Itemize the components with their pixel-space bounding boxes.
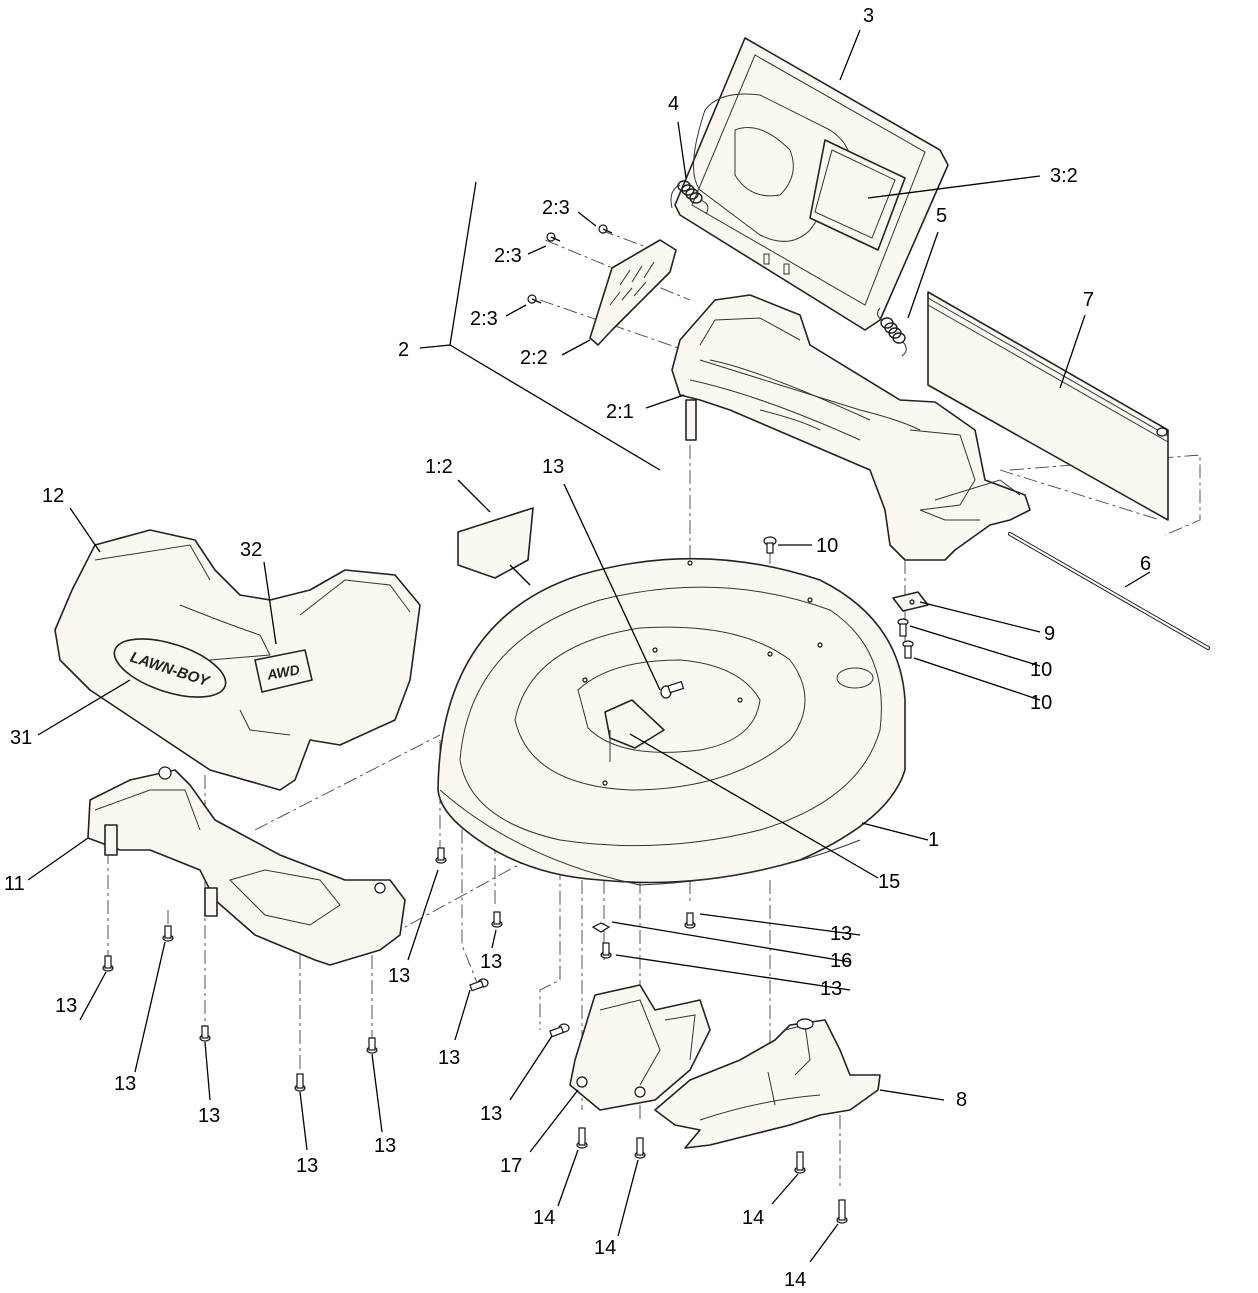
callout-3: 3 bbox=[863, 5, 874, 27]
deck-decal-part bbox=[457, 507, 534, 579]
callout-2-3-a: 2:3 bbox=[542, 197, 570, 219]
callout-3-2: 3:2 bbox=[1050, 165, 1078, 187]
callout-13-k: 13 bbox=[296, 1155, 318, 1177]
callout-13-b: 13 bbox=[388, 965, 410, 987]
callout-16: 16 bbox=[830, 950, 852, 972]
screw-2-3-a bbox=[598, 224, 613, 234]
mower-deck-part bbox=[437, 557, 906, 886]
callout-1-2: 1:2 bbox=[425, 456, 453, 478]
rear-housing-part bbox=[671, 294, 1031, 561]
callout-2-1: 2:1 bbox=[606, 401, 634, 423]
callout-2-3-b: 2:3 bbox=[494, 245, 522, 267]
baffle-part bbox=[604, 699, 665, 762]
callout-1: 1 bbox=[928, 829, 939, 851]
leader-lines bbox=[27, 29, 1151, 1263]
screw-2-3-b bbox=[546, 232, 561, 242]
callout-13-g: 13 bbox=[114, 1073, 136, 1095]
rear-flap-part bbox=[674, 37, 949, 331]
callout-13-j: 13 bbox=[374, 1135, 396, 1157]
callout-8: 8 bbox=[956, 1089, 967, 1111]
hinge-bracket-part bbox=[589, 239, 677, 346]
bolt-10-c bbox=[902, 640, 914, 659]
callout-11: 11 bbox=[4, 873, 25, 895]
bolt-10-b bbox=[897, 618, 909, 637]
bolt-13-group bbox=[102, 847, 696, 1092]
callout-17: 17 bbox=[500, 1155, 522, 1177]
callout-14-c: 14 bbox=[742, 1207, 764, 1229]
callout-6: 6 bbox=[1140, 553, 1151, 575]
awd-decal-text: AWD bbox=[265, 661, 301, 683]
skid-plate-part bbox=[569, 984, 711, 1111]
callout-13-c: 13 bbox=[480, 951, 502, 973]
decal-3-2 bbox=[809, 139, 906, 251]
callout-10-c: 10 bbox=[1030, 692, 1052, 714]
bolt-10-a bbox=[763, 536, 777, 554]
callout-9: 9 bbox=[1044, 623, 1055, 645]
screw-2-3-c bbox=[527, 294, 542, 304]
callout-7: 7 bbox=[1083, 289, 1094, 311]
callout-14-d: 14 bbox=[784, 1269, 806, 1291]
callout-31: 31 bbox=[10, 727, 32, 749]
callout-13-f: 13 bbox=[438, 1047, 460, 1069]
callout-5: 5 bbox=[936, 205, 947, 227]
callout-14-b: 14 bbox=[594, 1237, 616, 1259]
callout-labels: 3 4 3:2 5 2:3 2:3 2:3 7 2 2:2 2:1 1:2 13… bbox=[4, 5, 1151, 1291]
callout-13-top: 13 bbox=[542, 456, 564, 478]
awd-decal bbox=[254, 649, 313, 693]
front-shroud-part: LAWN-BOY AWD bbox=[54, 529, 421, 791]
plate-part bbox=[892, 591, 929, 612]
callout-15: 15 bbox=[878, 871, 900, 893]
callout-13-d: 13 bbox=[820, 978, 842, 1000]
callout-14-a: 14 bbox=[533, 1207, 555, 1229]
callout-10-a: 10 bbox=[816, 535, 838, 557]
rod-part bbox=[1008, 532, 1210, 650]
spring-part-4 bbox=[670, 180, 709, 215]
callout-2: 2 bbox=[398, 339, 409, 361]
bolt-13-top bbox=[660, 680, 685, 699]
spring-part-5 bbox=[876, 307, 907, 357]
callout-12: 12 bbox=[42, 485, 64, 507]
front-axle-housing-part bbox=[87, 766, 406, 966]
bolt-14-group bbox=[576, 1127, 848, 1224]
callout-2-2: 2:2 bbox=[520, 347, 548, 369]
rear-panel-part bbox=[927, 291, 1169, 521]
callout-13-h: 13 bbox=[480, 1103, 502, 1125]
callout-13-e: 13 bbox=[55, 995, 77, 1017]
callout-10-b: 10 bbox=[1030, 659, 1052, 681]
callout-13-i: 13 bbox=[198, 1105, 220, 1127]
rear-guard-part bbox=[654, 1018, 881, 1149]
callout-4: 4 bbox=[668, 93, 679, 115]
callout-32: 32 bbox=[240, 539, 262, 561]
callout-13-a: 13 bbox=[830, 923, 852, 945]
callout-2-3-c: 2:3 bbox=[470, 308, 498, 330]
